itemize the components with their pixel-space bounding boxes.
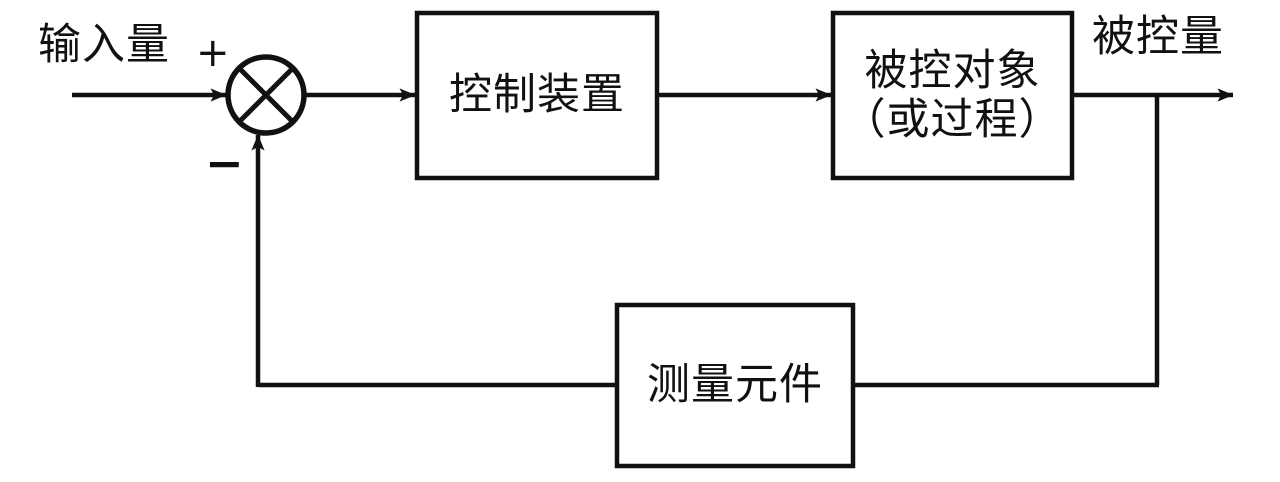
summing-junction-cross-stroke-b [237,66,295,124]
input-signal-label: 输入量 [38,20,170,70]
output-signal-label: 被控量 [1092,12,1224,62]
summing-junction-minus-sign: − [205,136,244,190]
summing-junction-plus-sign: + [196,30,230,76]
block-controller [414,10,660,181]
block-sensor [614,302,856,469]
block-plant [830,10,1075,181]
